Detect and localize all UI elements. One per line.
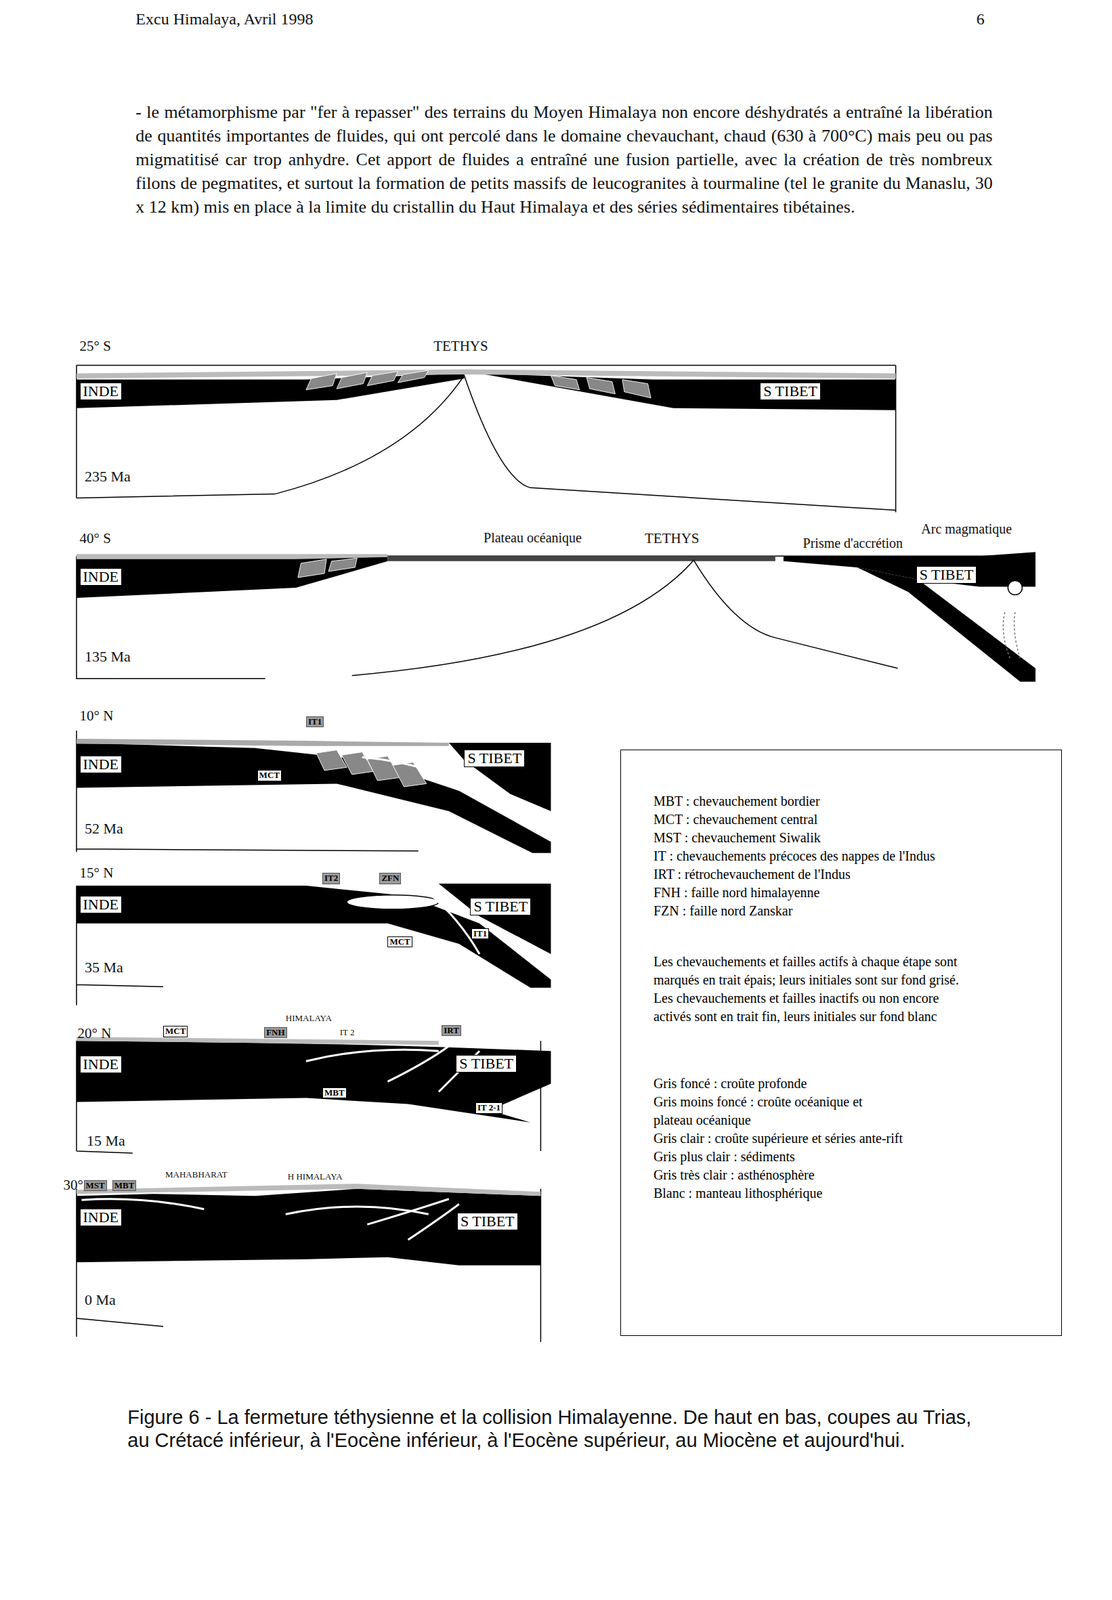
legend-line: FZN : faille nord Zanskar: [653, 902, 1048, 921]
legend-line: MST : chevauchement Siwalik: [653, 828, 1048, 848]
legend-line: Les chevauchements et failles actifs à c…: [653, 952, 979, 990]
fault-initials-box: MST: [83, 1180, 108, 1192]
box-text: S TIBET: [467, 749, 522, 767]
legend-line: FNH : faille nord himalayenne: [653, 883, 1048, 903]
box-text: MBT: [324, 1087, 345, 1098]
legend-line: Blanc : manteau lithosphérique: [653, 1184, 905, 1203]
plate-label-box: INDE: [79, 755, 123, 774]
box-text: MCT: [165, 1025, 186, 1037]
box-text: S TIBET: [459, 1055, 514, 1073]
age-label: 15 Ma: [86, 1132, 126, 1150]
box-text: INDE: [83, 895, 120, 913]
box-text: INDE: [83, 1208, 120, 1226]
box-text: IT 2-1: [477, 1102, 501, 1113]
fault-initials-box: MBT: [112, 1180, 137, 1192]
age-label: 35 Ma: [84, 958, 124, 976]
plate-label-box: S TIBET: [457, 1212, 519, 1231]
box-text: S TIBET: [919, 566, 974, 584]
region-label: H HIMALAYA: [287, 1172, 343, 1183]
box-text: S TIBET: [460, 1212, 515, 1230]
plate-label-box: INDE: [79, 1055, 123, 1074]
plate-label-box: INDE: [79, 568, 123, 586]
fault-initials-box: IT2: [322, 872, 340, 884]
latitude-label: 10° N: [79, 707, 114, 724]
legend-line: MBT : chevauchement bordier: [653, 792, 1048, 811]
age-label: 135 Ma: [84, 648, 131, 666]
box-text: INDE: [83, 1055, 120, 1073]
plate-label-box: S TIBET: [469, 897, 531, 916]
ocean-label: TETHYS: [644, 530, 700, 547]
box-text: MCT: [259, 770, 280, 781]
fault-initials-box: IT1: [471, 928, 489, 940]
legend-line: Gris plus clair : sédiments: [653, 1147, 905, 1167]
legend-line: IT : chevauchements précoces des nappes …: [653, 847, 1048, 866]
feature-label: Arc magmatique: [921, 521, 1012, 538]
box-text: INDE: [83, 568, 120, 586]
ocean-label: TETHYS: [433, 337, 489, 355]
page-number: 6: [976, 10, 985, 30]
page-header: Excu Himalaya, Avril 1998: [135, 10, 313, 30]
plate-label-box: S TIBET: [759, 382, 821, 401]
legend-line: IRT : rétrochevauchement de l'Indus: [653, 865, 1048, 884]
feature-label: Plateau océanique: [483, 530, 582, 546]
plate-label-box: S TIBET: [455, 1055, 517, 1073]
fault-initials-box: MCT: [163, 1025, 188, 1037]
latitude-label: 25° S: [79, 337, 112, 355]
latitude-label: 40° S: [79, 530, 112, 547]
box-text: IT1: [308, 716, 322, 727]
plate-label-box: INDE: [79, 895, 123, 914]
legend-line: Gris foncé : croûte profonde: [653, 1074, 905, 1094]
box-text: MCT: [389, 936, 410, 947]
age-label: 0 Ma: [84, 1291, 116, 1309]
box-text: MBT: [114, 1180, 135, 1191]
body-paragraph: - le métamorphisme par "fer à repasser" …: [135, 100, 993, 219]
fault-initials-box: FNH: [264, 1027, 287, 1039]
legend-line: Gris très clair : asthénosphère: [653, 1166, 905, 1185]
plate-label-box: S TIBET: [463, 749, 525, 768]
box-text: INDE: [83, 755, 120, 773]
feature-label: Prisme d'accrétion: [803, 535, 903, 552]
fault-initials-box: IRT: [441, 1025, 462, 1037]
fault-initials-box: ZFN: [379, 872, 401, 884]
legend-line: Les chevauchements et failles inactifs o…: [653, 989, 979, 1026]
legend-line: Gris clair : croûte supérieure et séries…: [653, 1129, 905, 1148]
latitude-label: 15° N: [79, 864, 114, 882]
box-text: S TIBET: [473, 897, 528, 915]
region-label: HIMALAYA: [285, 1013, 332, 1024]
legend-line: Gris moins foncé : croûte océanique et p…: [653, 1093, 905, 1130]
legend-line: MCT : chevauchement central: [653, 810, 1048, 829]
figure-caption: Figure 6 - La fermeture téthysienne et l…: [127, 1405, 990, 1452]
box-text: IT2: [324, 872, 338, 884]
box-text: ZFN: [381, 872, 399, 884]
box-text: IT1: [473, 928, 487, 939]
latitude-label: 20° N: [77, 1025, 112, 1042]
fault-label: IT 2: [339, 1028, 355, 1039]
fault-initials-box: MBT: [322, 1087, 347, 1099]
fault-initials-box: IT 2-1: [475, 1102, 503, 1114]
fault-initials-box: MCT: [257, 770, 282, 781]
plate-label-box: INDE: [79, 1208, 123, 1227]
plate-label-box: S TIBET: [916, 566, 978, 584]
region-label: MAHABHARAT: [165, 1170, 228, 1181]
box-text: IRT: [443, 1025, 460, 1036]
box-text: FNH: [266, 1027, 285, 1038]
fault-initials-box: MCT: [387, 936, 412, 948]
fault-initials-box: IT1: [306, 716, 324, 728]
age-label: 52 Ma: [84, 820, 124, 838]
age-label: 235 Ma: [84, 467, 131, 485]
box-text: MST: [86, 1180, 105, 1191]
box-text: INDE: [83, 382, 120, 400]
box-text: S TIBET: [763, 382, 818, 400]
plate-label-box: INDE: [79, 382, 123, 401]
legend-box: MBT : chevauchement bordierMCT : chevauc…: [620, 749, 1062, 1337]
